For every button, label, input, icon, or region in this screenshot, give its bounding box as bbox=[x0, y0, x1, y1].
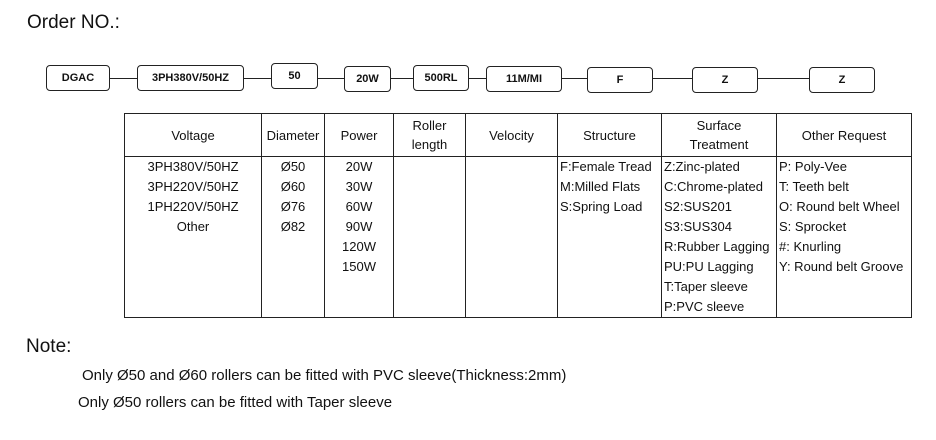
list-item: P: Poly-Vee bbox=[779, 159, 847, 174]
cell-other-request-options: P: Poly-Vee T: Teeth belt O: Round belt … bbox=[776, 156, 912, 318]
list-item: C:Chrome-plated bbox=[664, 179, 763, 194]
list-item: 20W bbox=[345, 159, 373, 174]
list-item: Ø50 bbox=[280, 159, 306, 174]
code-box-other: Z bbox=[809, 67, 875, 93]
header-surface-treatment: Surface Treatment bbox=[661, 113, 777, 157]
cell-roller-length-options bbox=[393, 156, 466, 318]
code-box-surface: Z bbox=[692, 67, 758, 93]
code-box-structure: F bbox=[587, 67, 653, 93]
list-item: 30W bbox=[345, 179, 373, 194]
list-item: 150W bbox=[342, 259, 376, 274]
note-line-taper: Only Ø50 rollers can be fitted with Tape… bbox=[78, 394, 393, 411]
code-box-power: 20W bbox=[344, 66, 391, 92]
cell-structure-options: F:Female Tread M:Milled Flats S:Spring L… bbox=[557, 156, 662, 318]
cell-power-options: 20W 30W 60W 90W 120W 150W bbox=[324, 156, 394, 318]
header-velocity: Velocity bbox=[465, 113, 558, 157]
list-item: Ø82 bbox=[280, 219, 306, 234]
list-item: Z:Zinc-plated bbox=[664, 159, 740, 174]
list-item: T: Teeth belt bbox=[779, 179, 849, 194]
list-item: O: Round belt Wheel bbox=[779, 199, 900, 214]
cell-surface-treatment-options: Z:Zinc-plated C:Chrome-plated S2:SUS201 … bbox=[661, 156, 777, 318]
list-item: S3:SUS304 bbox=[664, 219, 732, 234]
list-item: S: Sprocket bbox=[779, 219, 847, 234]
code-box-model: DGAC bbox=[46, 65, 110, 91]
table-header-row: Voltage Diameter Power Roller length Vel… bbox=[124, 113, 912, 157]
header-structure: Structure bbox=[557, 113, 662, 157]
list-item: PU:PU Lagging bbox=[664, 259, 754, 274]
order-number-title: Order NO.: bbox=[27, 12, 120, 33]
list-item: 90W bbox=[345, 219, 373, 234]
cell-velocity-options bbox=[465, 156, 558, 318]
code-box-roller-length: 500RL bbox=[413, 65, 469, 91]
list-item: Other bbox=[176, 219, 210, 234]
list-item: 1PH220V/50HZ bbox=[147, 199, 239, 214]
header-other-request: Other Request bbox=[776, 113, 912, 157]
list-item: 120W bbox=[342, 239, 376, 254]
list-item: R:Rubber Lagging bbox=[664, 239, 770, 254]
header-power: Power bbox=[324, 113, 394, 157]
code-box-velocity: 11M/MI bbox=[486, 66, 562, 92]
list-item: S2:SUS201 bbox=[664, 199, 732, 214]
header-roller-length: Roller length bbox=[393, 113, 466, 157]
list-item: P:PVC sleeve bbox=[664, 299, 745, 314]
header-diameter: Diameter bbox=[261, 113, 325, 157]
note-line-pvc: Only Ø50 and Ø60 rollers can be fitted w… bbox=[82, 367, 567, 384]
cell-voltage-options: 3PH380V/50HZ 3PH220V/50HZ 1PH220V/50HZ O… bbox=[124, 156, 262, 318]
list-item: #: Knurling bbox=[779, 239, 842, 254]
list-item: M:Milled Flats bbox=[560, 179, 641, 194]
cell-diameter-options: Ø50 Ø60 Ø76 Ø82 bbox=[261, 156, 325, 318]
list-item: Y: Round belt Groove bbox=[779, 259, 904, 274]
list-item: 3PH220V/50HZ bbox=[147, 179, 239, 194]
header-voltage: Voltage bbox=[124, 113, 262, 157]
list-item: T:Taper sleeve bbox=[664, 279, 748, 294]
list-item: Ø60 bbox=[280, 179, 306, 194]
list-item: 3PH380V/50HZ bbox=[147, 159, 239, 174]
list-item: S:Spring Load bbox=[560, 199, 643, 214]
list-item: 60W bbox=[345, 199, 373, 214]
note-title: Note: bbox=[26, 336, 72, 357]
table-row: 3PH380V/50HZ 3PH220V/50HZ 1PH220V/50HZ O… bbox=[124, 156, 912, 318]
list-item: Ø76 bbox=[280, 199, 306, 214]
list-item: F:Female Tread bbox=[560, 159, 652, 174]
specification-table: Voltage Diameter Power Roller length Vel… bbox=[124, 113, 912, 318]
code-box-voltage: 3PH380V/50HZ bbox=[137, 65, 244, 91]
code-box-diameter: 50 bbox=[271, 63, 318, 89]
